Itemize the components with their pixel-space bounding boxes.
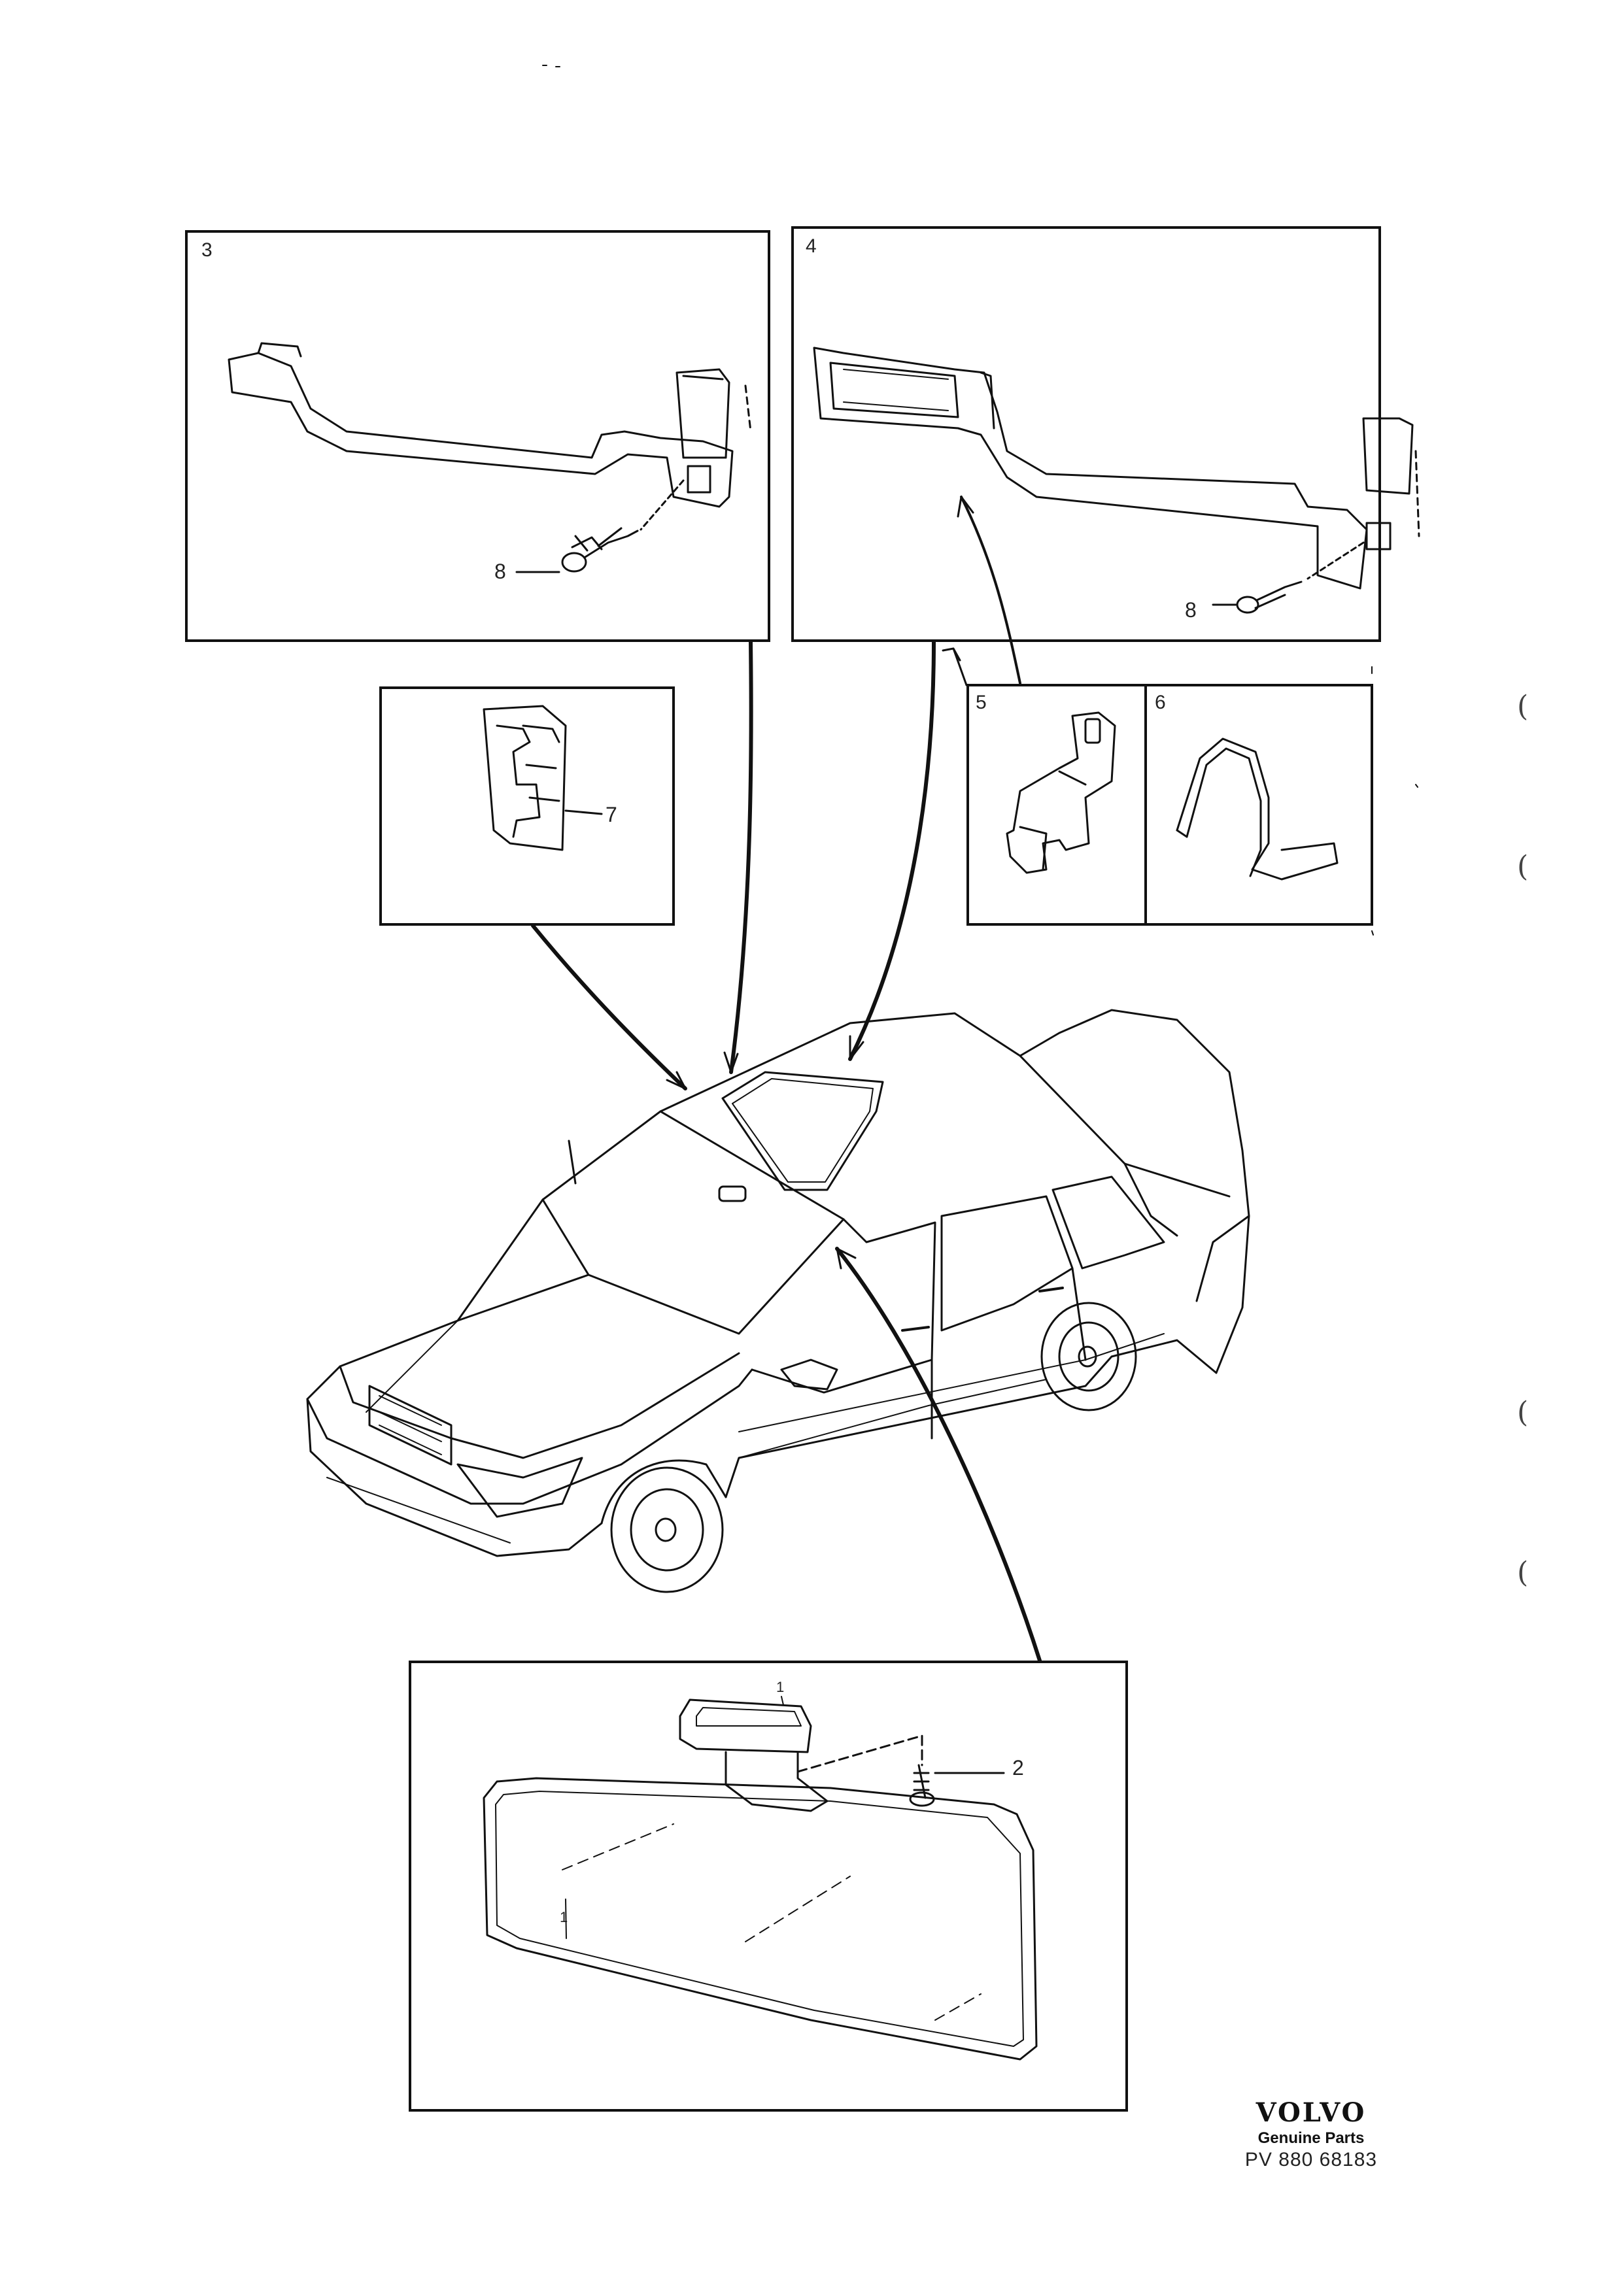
spring-clip-6-illustration (1176, 737, 1339, 881)
clip-7-illustration (483, 705, 603, 851)
leader-panel-4 (848, 640, 936, 1061)
panel-4-grab-handle-front (791, 226, 1381, 642)
brand-block: VOLVO Genuine Parts PV 880 68183 (1229, 2097, 1393, 2171)
leader-panel-3 (729, 640, 753, 1074)
callout-8-panel-3: 8 (494, 560, 506, 583)
margin-mark-3: ( (1517, 1396, 1529, 1429)
volvo-wordmark: VOLVO (1256, 2097, 1367, 2128)
grab-handle-rear-illustration (228, 342, 752, 573)
margin-mark-1: ( (1517, 690, 1529, 723)
diagram-code: PV 880 68183 (1244, 2149, 1378, 2170)
callout-7: 7 (606, 803, 617, 826)
leader-mirror (835, 1247, 1042, 1663)
car-illustration (306, 1009, 1250, 1593)
callout-2: 2 (1012, 1756, 1024, 1780)
callout-1-top: 1 (776, 1679, 785, 1695)
panel-3-grab-handle-rear (185, 230, 770, 642)
panel-6-spring-clip (1144, 684, 1373, 926)
panel-number-5: 5 (976, 692, 987, 713)
margin-mark-2: ( (1517, 850, 1529, 883)
panel-number-4: 4 (806, 235, 817, 257)
panel-number-6: 6 (1155, 692, 1166, 713)
genuine-parts-label: Genuine Parts (1257, 2129, 1365, 2147)
panel-number-3: 3 (201, 239, 213, 261)
leader-panel-7 (531, 924, 687, 1090)
rearview-mirror-illustration (483, 1696, 1038, 2061)
panel-mirror (409, 1661, 1128, 2112)
callout-8-panel-4: 8 (1185, 598, 1197, 622)
grab-handle-front-illustration (813, 346, 1420, 614)
bracket-5-illustration (1006, 711, 1116, 874)
margin-mark-4: ( (1517, 1556, 1529, 1589)
